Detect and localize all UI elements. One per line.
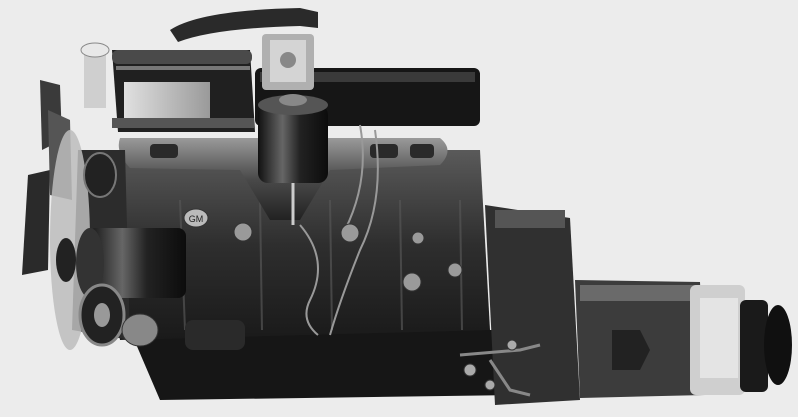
bell-housing-flange bbox=[495, 210, 565, 228]
block-ribs bbox=[179, 199, 463, 331]
oil-filter bbox=[258, 94, 328, 225]
engine-block bbox=[95, 150, 490, 340]
starter-motor bbox=[121, 313, 245, 350]
bell-housing bbox=[485, 205, 580, 405]
valve-cover-highlight bbox=[260, 72, 475, 82]
badge-text: GM bbox=[189, 214, 204, 224]
radiator-fan bbox=[22, 80, 90, 350]
air-cleaner bbox=[112, 50, 255, 132]
transmission bbox=[575, 280, 745, 398]
generator bbox=[56, 228, 186, 298]
output-flange bbox=[740, 300, 792, 392]
carburetor bbox=[262, 34, 314, 90]
air-cleaner-label-plate bbox=[124, 82, 210, 122]
clutch-linkage bbox=[459, 343, 541, 397]
linkage-bolts bbox=[463, 339, 518, 391]
fuel-lines bbox=[299, 124, 379, 336]
crankshaft-pulley bbox=[78, 283, 126, 347]
oil-filler bbox=[80, 42, 110, 108]
engine-badge: GM bbox=[183, 208, 209, 228]
air-intake-tube bbox=[170, 8, 318, 42]
fan-pulley bbox=[83, 152, 117, 198]
block-bolts bbox=[233, 222, 463, 292]
